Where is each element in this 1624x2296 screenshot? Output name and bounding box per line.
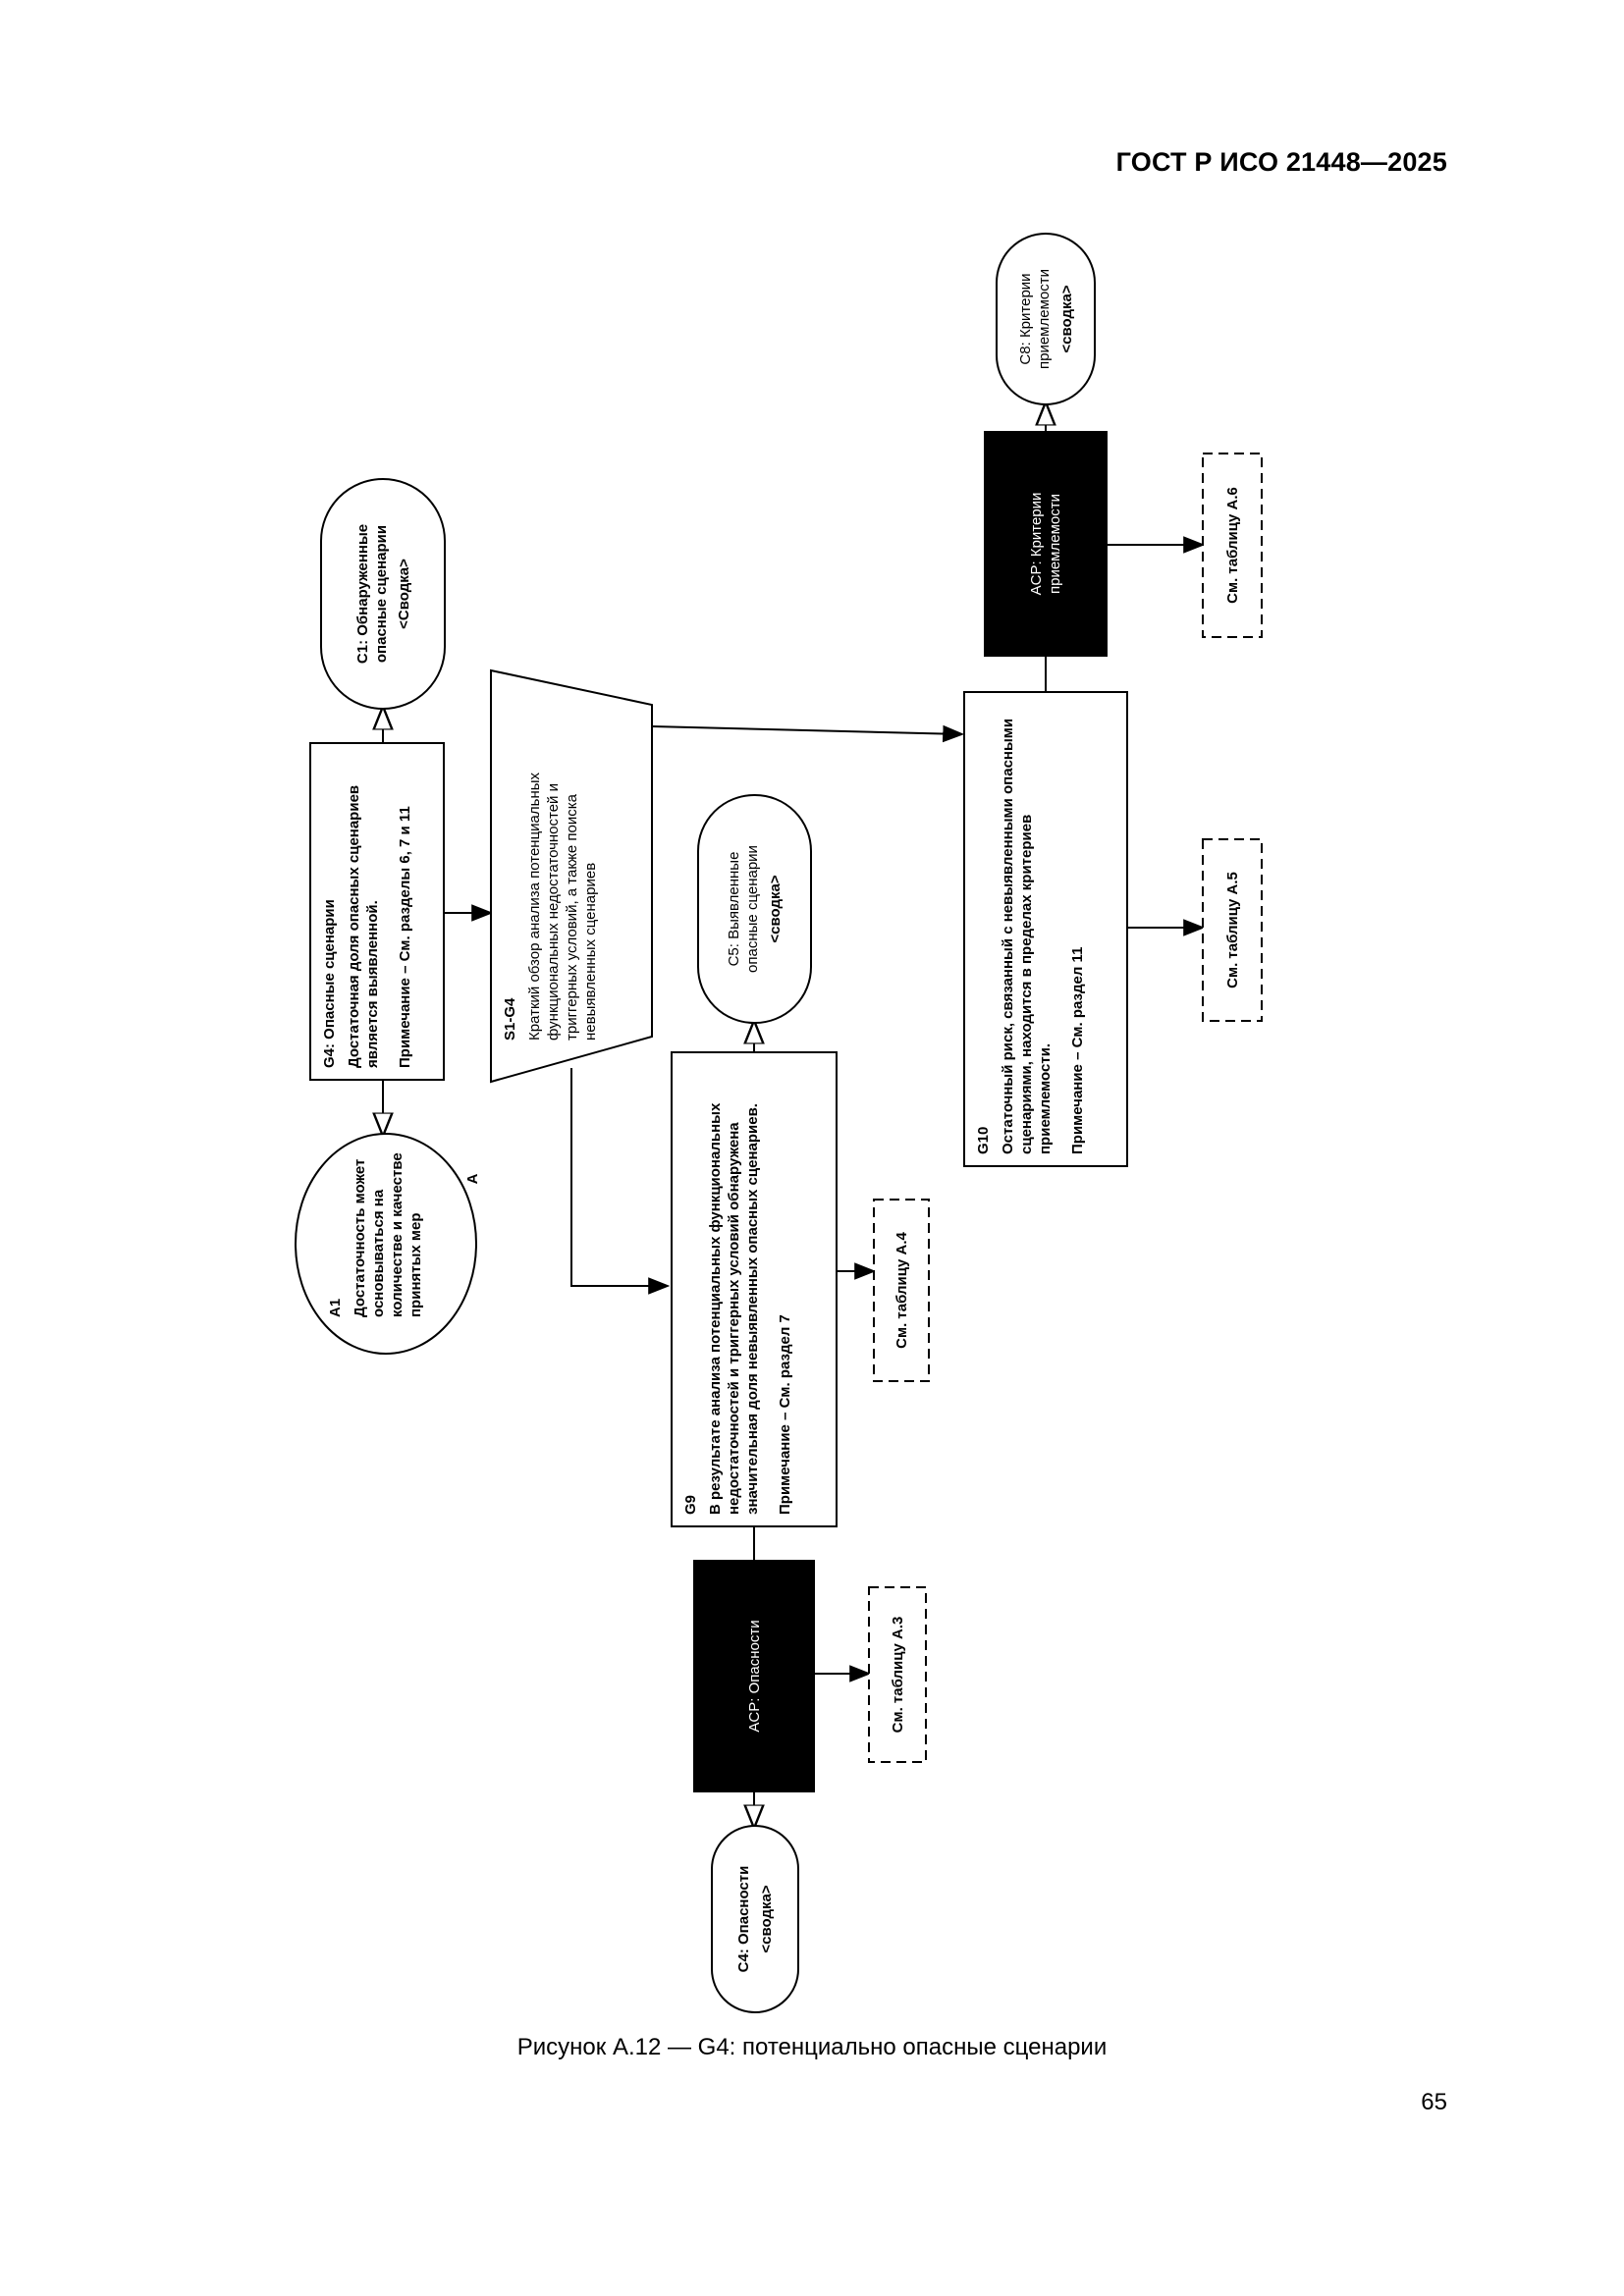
ref-a4-box <box>873 1199 930 1382</box>
g9-statement: В результате анализа потенциальных функц… <box>707 1102 761 1515</box>
c8-rounded <box>996 233 1096 405</box>
c4-line2: <сводка> <box>758 1885 775 1953</box>
g10-text: G10 Остаточный риск, связанный с невыявл… <box>964 692 1127 1166</box>
g9-box <box>671 1051 838 1527</box>
s1-id: S1-G4 <box>502 997 518 1041</box>
c8-line3: <сводка> <box>1057 285 1075 353</box>
g10-note: Примечание – См. раздел 11 <box>1069 946 1086 1154</box>
g4-box <box>309 742 445 1081</box>
c5-line1: C5: Выявленные <box>726 851 742 967</box>
c5-line2: опасные сценарии <box>744 845 761 973</box>
a1-statement: Достаточность может основываться на коли… <box>352 1152 424 1317</box>
s1-statement: Краткий обзор анализа потенциальных функ… <box>526 772 599 1041</box>
c4-text: C4: Опасности <сводка> <box>712 1826 798 2012</box>
a1-ellipse <box>295 1133 477 1355</box>
g10-box <box>963 691 1128 1167</box>
ref-a4-label: См. таблицу А.4 <box>893 1232 910 1349</box>
c5-rounded <box>697 794 812 1024</box>
a1-text: A1 Достаточность может основываться на к… <box>312 1141 450 1347</box>
acp-hazards-box <box>693 1560 815 1792</box>
s1-text: S1-G4 Краткий обзор анализа потенциальны… <box>495 715 652 1048</box>
acp-criteria-box <box>984 431 1108 657</box>
acp-criteria-line1: ACP: Критерии <box>1028 492 1045 596</box>
g4-note: Примечание – См. разделы 6, 7 и 11 <box>397 806 413 1068</box>
document-header: ГОСТ Р ИСО 21448—2025 <box>1115 147 1447 177</box>
c1-text: C1: Обнаруженные опасные сценарии <Сводк… <box>321 479 445 709</box>
connector-s1-g10 <box>651 724 965 743</box>
acp-criteria-line2: приемлемости <box>1047 494 1063 594</box>
g4-id: G4: Опасные сценарии <box>321 899 338 1068</box>
connector-s1-g9 <box>570 1068 671 1295</box>
acp-hazards-label: ACP: Опасности <box>745 1620 763 1733</box>
c5-line3: <сводка> <box>767 875 784 943</box>
c5-text: C5: Выявленные опасные сценарии <сводка> <box>698 795 811 1023</box>
a1-label: A <box>463 1173 481 1185</box>
c4-line1: C4: Опасности <box>735 1865 752 1973</box>
ref-a6-box <box>1202 453 1263 638</box>
g9-note: Примечание – См. раздел 7 <box>777 1314 793 1515</box>
ref-a3-box <box>868 1586 927 1763</box>
c1-line2: опасные сценарии <box>372 524 390 664</box>
c1-rounded <box>320 478 446 710</box>
c8-text: C8: Критерии приемлемости <сводка> <box>997 234 1095 404</box>
page-number: 65 <box>1421 2089 1447 2115</box>
ref-a3-label: См. таблицу А.3 <box>889 1616 906 1734</box>
ref-a6-label: См. таблицу А.6 <box>1223 487 1241 604</box>
c8-line2: приемлемости <box>1035 269 1053 369</box>
ref-a5-box <box>1202 838 1263 1022</box>
c1-line3: <Сводка> <box>395 559 412 629</box>
ref-a5-label: См. таблицу А.5 <box>1223 872 1241 988</box>
s1-parallelogram <box>490 668 653 1084</box>
g10-statement: Остаточный риск, связанный с невыявленны… <box>1000 718 1054 1154</box>
a1-id: A1 <box>327 1298 344 1317</box>
g9-id: G9 <box>682 1494 699 1515</box>
g4-text: G4: Опасные сценарии Достаточная доля оп… <box>310 743 444 1080</box>
g9-text: G9 В результате анализа потенциальных фу… <box>672 1052 837 1526</box>
g10-id: G10 <box>975 1126 992 1154</box>
g4-statement: Достаточная доля опасных сценариев являе… <box>346 784 381 1068</box>
figure-caption: Рисунок А.12 — G4: потенциально опасные … <box>516 2034 1108 2060</box>
c1-line1: C1: Обнаруженные <box>353 523 371 665</box>
acp-hazards-text: ACP: Опасности <box>694 1561 814 1791</box>
c8-line1: C8: Критерии <box>1016 273 1034 365</box>
acp-criteria-text: ACP: Критерии приемлемости <box>985 432 1107 656</box>
c4-rounded <box>711 1825 799 2013</box>
